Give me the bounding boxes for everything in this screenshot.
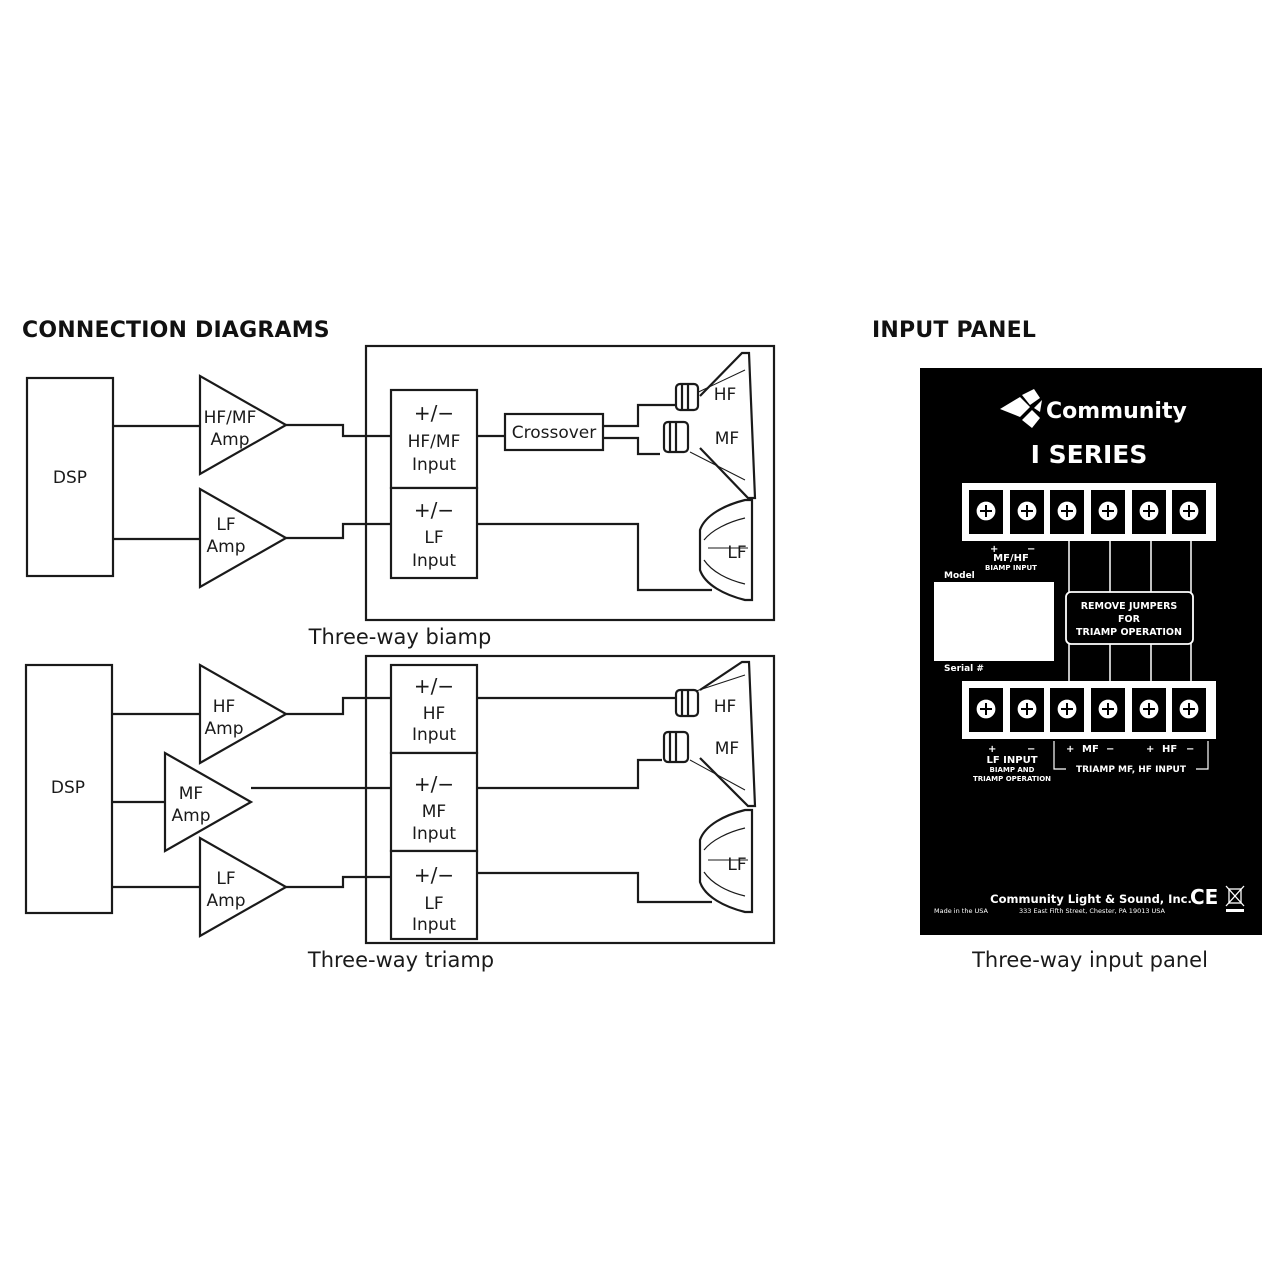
biamp-crossover-box [503, 412, 605, 452]
triamp-enclosure [364, 654, 776, 945]
input-panel-image: Community I SERIES [920, 368, 1262, 935]
triamp-hf-polarity: +/− [414, 674, 454, 698]
biamp-lf-input-label-2: Input [412, 551, 456, 571]
input-panel-heading: INPUT PANEL [872, 318, 1037, 343]
biamp-driver-hf-label: HF [714, 385, 737, 405]
panel-brand-text: Community [1046, 399, 1187, 424]
biamp-hfmf-input-label-2: Input [412, 455, 456, 475]
hf-label: HF [1162, 744, 1177, 755]
triamp-driver-lf-label: LF [727, 855, 746, 875]
triamp-lf-input-label-1: LF [424, 894, 443, 914]
triamp-driver-mf-label: MF [715, 739, 739, 759]
made-in-usa: Made in the USA [934, 907, 989, 915]
remove-jumpers-line-2: FOR [1118, 614, 1141, 625]
model-serial-box [934, 582, 1054, 661]
biamp-lf-input-box [389, 486, 479, 580]
hf-plus: + [1146, 744, 1154, 755]
panel-series-text: I SERIES [1031, 440, 1148, 469]
biamp-hfmf-amp-label-2: Amp [211, 430, 250, 450]
biamp-hfmf-input-label-1: HF/MF [408, 432, 461, 452]
serial-label: Serial # [944, 664, 984, 674]
triamp-lf-input-box [389, 849, 479, 941]
biamp-lf-polarity: +/− [414, 498, 454, 522]
remove-jumpers-line-3: TRIAMP OPERATION [1076, 627, 1182, 638]
mf-label: MF [1082, 744, 1099, 755]
mf-minus: − [1106, 744, 1114, 755]
company-name: Community Light & Sound, Inc. [990, 892, 1192, 906]
model-label: Model [944, 571, 975, 581]
mfhf-sub-label: BIAMP INPUT [985, 564, 1037, 572]
biamp-lf-input-label-1: LF [424, 528, 443, 548]
bottom-terminal-strip [962, 681, 1216, 739]
lf-sub-label-2: TRIAMP OPERATION [973, 775, 1051, 783]
triamp-bracket [1053, 741, 1209, 770]
biamp-hfmf-input-box [389, 388, 479, 490]
triamp-lf-amp-label-2: Amp [207, 891, 246, 911]
triamp-hf-input-label-2: Input [412, 725, 456, 745]
triamp-lf-polarity: +/− [414, 863, 454, 887]
lf-sub-label-1: BIAMP AND [990, 766, 1035, 774]
remove-jumpers-box [1065, 591, 1194, 645]
triamp-input-label: TRIAMP MF, HF INPUT [1076, 765, 1187, 775]
triamp-mf-input-box [389, 751, 479, 853]
biamp-dsp-label: DSP [53, 468, 87, 488]
biamp-lf-amp-label-1: LF [216, 515, 235, 535]
triamp-caption: Three-way triamp [307, 948, 495, 972]
triamp-dsp-label: DSP [51, 778, 85, 798]
triamp-mf-input-label-1: MF [422, 802, 446, 822]
biamp-diagram: DSP HF/MF Amp LF Amp +/− HF/MF Input +/−… [25, 344, 776, 622]
biamp-horn [699, 351, 757, 500]
weee-bin-icon [1225, 885, 1245, 907]
triamp-lf-input-label-2: Input [412, 915, 456, 935]
weee-bar-icon [1226, 909, 1244, 912]
input-panel-caption: Three-way input panel [972, 948, 1208, 972]
biamp-caption: Three-way biamp [308, 625, 492, 649]
triamp-hf-amp-label-1: HF [213, 697, 236, 717]
ce-mark-icon: CE [1190, 885, 1218, 909]
lf-minus: − [1027, 744, 1035, 755]
biamp-hfmf-amp-label-1: HF/MF [204, 408, 257, 428]
biamp-driver-lf-label: LF [727, 543, 746, 563]
lf-input-label: LF INPUT [986, 755, 1037, 766]
biamp-dsp-box [25, 376, 115, 578]
remove-jumpers-line-1: REMOVE JUMPERS [1081, 601, 1178, 612]
biamp-driver-mf-label: MF [715, 429, 739, 449]
triamp-mf-input-label-2: Input [412, 824, 456, 844]
company-address: 333 East Fifth Street, Chester, PA 19013… [1019, 907, 1166, 915]
triamp-lf-amp-label-1: LF [216, 869, 235, 889]
input-panel-graphic: Community I SERIES [920, 368, 1262, 935]
mfhf-minus: − [1027, 544, 1035, 555]
triamp-driver-hf-label: HF [714, 697, 737, 717]
triamp-mf-amp-label-2: Amp [172, 806, 211, 826]
triamp-lf-amp [198, 836, 289, 938]
triamp-dsp-box [24, 663, 114, 915]
mfhf-label: MF/HF [993, 553, 1029, 564]
top-terminal-strip [962, 483, 1216, 541]
biamp-hfmf-polarity: +/− [414, 401, 454, 425]
connection-diagrams-heading: CONNECTION DIAGRAMS [22, 318, 330, 343]
biamp-enclosure [364, 344, 776, 622]
biamp-lf-woofer [698, 498, 754, 602]
hf-minus: − [1186, 744, 1194, 755]
triamp-hf-amp-label-2: Amp [205, 719, 244, 739]
triamp-hf-input-label-1: HF [423, 704, 446, 724]
triamp-mf-amp-label-1: MF [179, 784, 203, 804]
community-logo-icon [1000, 389, 1042, 428]
triamp-horn [699, 660, 757, 808]
triamp-mf-polarity: +/− [414, 772, 454, 796]
biamp-lf-amp-label-2: Amp [207, 537, 246, 557]
mfhf-plus: + [990, 544, 998, 555]
biamp-crossover-label: Crossover [512, 423, 597, 443]
triamp-diagram: DSP HF Amp MF Amp LF Amp +/− HF Input +/… [24, 654, 776, 945]
mf-plus: + [1066, 744, 1074, 755]
lf-plus: + [988, 744, 996, 755]
triamp-lf-woofer [698, 808, 754, 914]
